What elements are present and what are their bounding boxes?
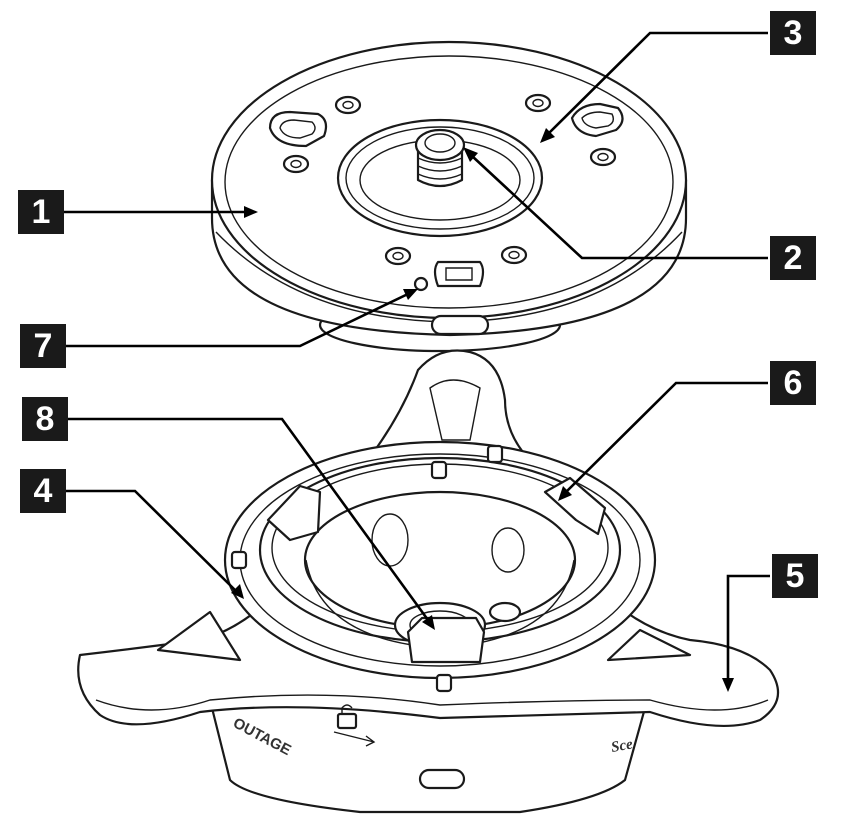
callout-7: 7 — [20, 324, 66, 368]
callout-4: 4 — [20, 469, 66, 513]
lower-clamp-base: OUTAGE Sce — [77, 349, 780, 814]
lock-icon — [333, 704, 376, 747]
leader-lines — [64, 31, 770, 692]
indicator-hole — [413, 276, 429, 292]
script-engraving: Sce — [610, 736, 634, 756]
callout-5: 5 — [772, 554, 818, 598]
plate-pockets — [268, 102, 624, 288]
callout-3: 3 — [770, 11, 816, 55]
mounting-screw — [414, 128, 466, 188]
upper-mounting-plate — [210, 40, 688, 353]
clamp-jaws — [266, 476, 607, 664]
callout-1: 1 — [18, 190, 64, 234]
plate-screw-holes — [282, 93, 617, 266]
callout-6: 6 — [770, 361, 816, 405]
clamp-pins — [230, 444, 504, 693]
callout-8: 8 — [22, 397, 68, 441]
callout-2: 2 — [770, 236, 816, 280]
